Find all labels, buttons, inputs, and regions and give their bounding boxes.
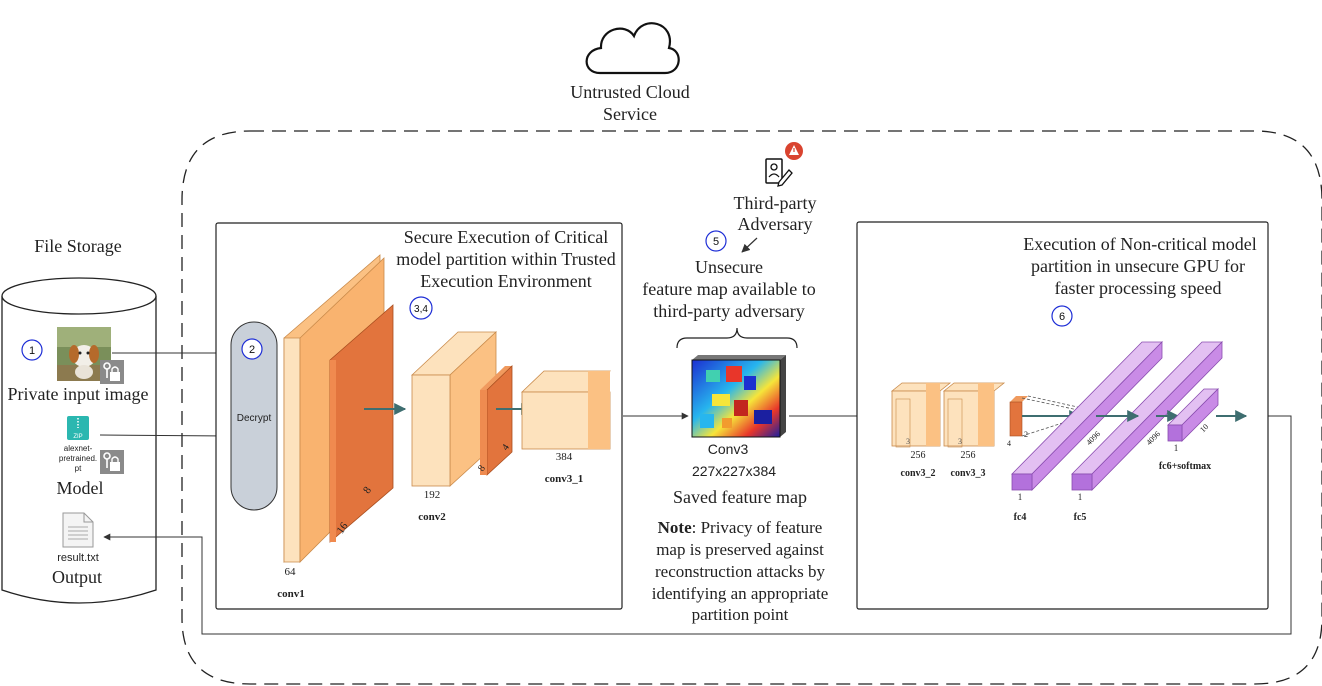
pool-d2: 2 — [1024, 430, 1028, 439]
model-to-decrypt-arrow — [99, 432, 230, 440]
conv1-d8: 8 — [361, 484, 374, 496]
feature-map-title: Conv3 — [708, 441, 749, 457]
projection-lines — [1021, 395, 1083, 437]
model-file-name-2: pretrained. — [59, 454, 97, 463]
step-1-label: 1 — [29, 345, 35, 357]
step-5-label: 5 — [713, 236, 719, 248]
adversary-label-line1: Third-party — [734, 193, 817, 213]
step-2-circle — [241, 338, 263, 360]
input-image-thumbnail[interactable] — [57, 327, 111, 381]
model-file-name-3: pt — [75, 464, 82, 473]
zip-file-text: ZIP — [73, 434, 82, 440]
adversary-document-icon — [765, 158, 793, 187]
note-bold: Note — [658, 518, 692, 537]
document-icon[interactable] — [62, 512, 94, 548]
note-line1-rest: : Privacy of feature — [692, 518, 823, 537]
conv1-label: conv1 — [277, 588, 305, 600]
cloud-label-line1: Untrusted Cloud — [570, 82, 690, 102]
conv2-layer — [410, 331, 513, 487]
feature-map-image[interactable] — [691, 355, 786, 438]
untrusted-boundary — [181, 130, 1322, 685]
pool-d4: 4 — [1007, 439, 1011, 448]
decrypt-module — [230, 321, 278, 511]
fc6-layer — [1167, 388, 1219, 442]
note-line3: reconstruction attacks by — [655, 562, 825, 581]
step-34-circle — [409, 296, 433, 320]
conv3-2-layer — [890, 382, 952, 448]
conv3-1-label: conv3_1 — [545, 473, 584, 485]
warning-icon — [785, 142, 803, 160]
tee-title-line3: Execution Environment — [420, 271, 591, 291]
note-line5: partition point — [692, 605, 789, 624]
conv3-2-d3: 3 — [906, 437, 910, 446]
cloud-icon — [585, 22, 680, 75]
conv2-label: conv2 — [418, 511, 446, 523]
saved-feature-map-label: Saved feature map — [673, 487, 807, 507]
result-return-arrow — [103, 415, 1292, 635]
adversary-arrow — [741, 237, 758, 253]
fc5-label: fc5 — [1074, 512, 1087, 523]
model-file-name-1: alexnet- — [64, 444, 93, 453]
pool-layer — [1009, 396, 1028, 437]
conv3-2-dim: 256 — [911, 450, 926, 461]
model-label: Model — [57, 478, 104, 498]
conv2-dim: 192 — [424, 489, 441, 501]
fc6-one: 1 — [1174, 443, 1179, 453]
gpu-title-line2: partition in unsecure GPU for — [1031, 256, 1245, 276]
fc4-label: fc4 — [1014, 512, 1027, 523]
curly-brace — [676, 327, 798, 349]
note-line1: Note: Privacy of feature — [658, 518, 823, 537]
gpu-title-line3: faster processing speed — [1055, 278, 1222, 298]
unsecure-line3: third-party adversary — [653, 301, 804, 321]
step-5-circle — [705, 230, 727, 252]
fc6-label: fc6+softmax — [1159, 461, 1211, 472]
tee-title-line2: model partition within Trusted — [396, 249, 616, 269]
output-label: Output — [52, 567, 102, 587]
model-lock-key-icon — [100, 450, 124, 474]
conv2-d4: 4 — [500, 442, 512, 452]
feature-map-size: 227x227x384 — [692, 463, 776, 479]
conv3-1-layer — [521, 370, 611, 450]
step-6-label: 6 — [1059, 311, 1065, 323]
tee-title-line1: Secure Execution of Critical — [404, 227, 608, 247]
conv2-d8: 8 — [476, 463, 488, 473]
note-line4: identifying an appropriate — [652, 584, 829, 603]
conv1-dim: 64 — [285, 566, 297, 578]
conv3-1-dim: 384 — [556, 451, 573, 463]
file-storage-title: File Storage — [34, 236, 122, 256]
adversary-label-line2: Adversary — [738, 214, 813, 234]
unsecure-line2: feature map available to — [642, 279, 815, 299]
step-1-circle — [21, 339, 43, 361]
result-file-name: result.txt — [57, 552, 99, 564]
cloud-label-line2: Service — [603, 104, 657, 124]
conv1-layer — [283, 254, 394, 563]
decrypt-label: Decrypt — [237, 413, 272, 424]
conv3-3-dim: 256 — [961, 450, 976, 461]
gpu-title-line1: Execution of Non-critical model — [1023, 234, 1256, 254]
step-6-circle — [1051, 305, 1073, 327]
note-line2: map is preserved against — [656, 540, 824, 559]
step-2-label: 2 — [249, 344, 255, 356]
lock-key-icon — [100, 360, 124, 384]
fc4-one: 1 — [1018, 492, 1023, 502]
conv3-3-d3: 3 — [958, 437, 962, 446]
conv3-3-layer — [942, 382, 1006, 448]
conv3-2-label: conv3_2 — [901, 468, 936, 479]
conv3-3-label: conv3_3 — [951, 468, 986, 479]
unsecure-line1: Unsecure — [695, 257, 763, 277]
fc5-one: 1 — [1078, 492, 1083, 502]
zip-file-icon[interactable]: ZIP — [67, 416, 89, 440]
step-34-label: 3,4 — [414, 304, 428, 315]
private-input-label: Private input image — [8, 384, 149, 404]
